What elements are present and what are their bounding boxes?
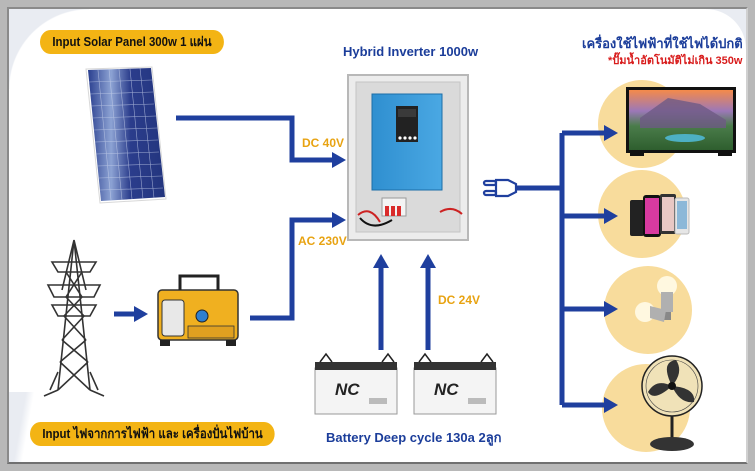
fan-image: [641, 355, 703, 451]
svg-text:NC: NC: [335, 380, 360, 399]
dc-battery-voltage-label: DC 24V: [438, 293, 481, 307]
generator-image: [157, 274, 239, 346]
arrow-icon: [604, 301, 618, 317]
transmission-tower-image: [43, 239, 105, 397]
arrowheads: [134, 125, 618, 413]
solar-input-label: Input Solar Panel 300w 1 แผ่น: [40, 30, 224, 54]
svg-text:NC: NC: [434, 380, 459, 399]
arrow-icon: [134, 306, 148, 322]
arrow-icon: [604, 208, 618, 224]
bulbs-image: [635, 276, 677, 322]
plug-icon: [482, 178, 518, 198]
appliances-title: เครื่องใช้ไฟฟ้าที่ใช้ไฟได้ปกติ: [582, 36, 743, 51]
ac-grid-voltage-label: AC 230V: [298, 234, 347, 248]
tv-image: [626, 87, 736, 156]
arrow-icon: [420, 254, 436, 268]
battery-title: Battery Deep cycle 130a 2ลูก: [326, 430, 502, 445]
connector-lines: [114, 115, 606, 408]
inverter-cabinet-image: [347, 74, 469, 241]
dc-solar-voltage-label: DC 40V: [302, 136, 345, 150]
generator-to-inverter-line: [250, 217, 334, 321]
arrow-icon: [604, 125, 618, 141]
appliances-note: *ปั๊มน้ำอัตโนมัติไม่เกิน 350w: [608, 55, 743, 67]
grid-input-label: Input ไฟจากการไฟฟ้า และ เครื่องปั่นไฟบ้า…: [30, 422, 276, 446]
arrow-icon: [332, 152, 346, 168]
arrow-icon: [332, 212, 346, 228]
phones-image: [630, 194, 690, 237]
corner-decoration: [706, 9, 746, 49]
arrow-icon: [604, 397, 618, 413]
inverter-title: Hybrid Inverter 1000w: [343, 44, 479, 59]
battery-1-image: NC: [314, 352, 398, 415]
arrow-icon: [373, 254, 389, 268]
battery-2-image: NC: [413, 352, 497, 415]
solar-to-inverter-line: [176, 115, 334, 163]
solar-panel-image: [85, 66, 167, 204]
